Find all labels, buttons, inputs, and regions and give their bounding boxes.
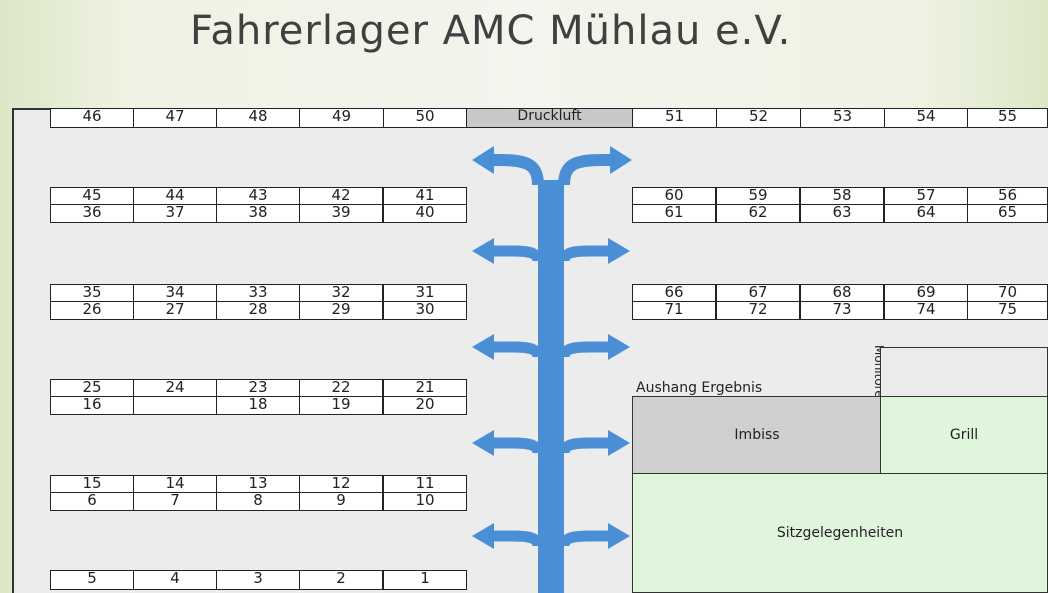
- parking-spot: 46: [50, 108, 134, 128]
- arrow-left-head: [472, 334, 494, 360]
- monitor-area: [880, 347, 1048, 397]
- parking-spot: 38: [216, 204, 300, 223]
- parking-spot: 5: [50, 570, 134, 590]
- road-branch-left: [494, 341, 544, 358]
- parking-spot: 7: [133, 492, 217, 511]
- parking-spot: 40: [383, 204, 467, 223]
- druckluft-cell: Druckluft: [466, 108, 633, 128]
- parking-spot: 61: [632, 204, 716, 223]
- road-branch-left: [492, 154, 544, 186]
- arrow-right-head: [608, 238, 630, 264]
- parking-spot: 47: [133, 108, 217, 128]
- parking-spot: 20: [383, 396, 467, 415]
- parking-spot: 51: [632, 108, 717, 128]
- road-branch-right: [558, 530, 608, 547]
- parking-spot: 2: [299, 570, 383, 590]
- road-branch-right: [558, 245, 608, 262]
- parking-spot: [133, 396, 217, 415]
- arrow-right-head: [608, 430, 630, 456]
- parking-spot: 73: [800, 301, 884, 320]
- parking-spot: 62: [716, 204, 800, 223]
- parking-spot: 71: [632, 301, 716, 320]
- seating-area: Sitzgelegenheiten: [632, 473, 1048, 593]
- arrow-left-head: [472, 238, 494, 264]
- road-branch-right: [558, 341, 608, 358]
- road-branch-left: [494, 245, 544, 262]
- parking-spot: 14: [133, 475, 217, 493]
- aushang-ergebnis-label: Aushang Ergebnis: [636, 380, 763, 396]
- parking-spot: 10: [383, 492, 467, 511]
- parking-spot: 8: [216, 492, 300, 511]
- road-branch-left: [494, 437, 544, 454]
- parking-spot: 19: [299, 396, 383, 415]
- parking-spot: 54: [884, 108, 968, 128]
- main-road: [538, 180, 564, 593]
- parking-spot: 27: [133, 301, 217, 320]
- grill-area: Grill: [880, 396, 1048, 474]
- parking-spot: 1: [383, 570, 467, 590]
- parking-spot: 72: [716, 301, 800, 320]
- parking-spot: 53: [800, 108, 885, 128]
- road-branch-left: [494, 530, 544, 547]
- parking-spot: 39: [299, 204, 383, 223]
- parking-spot: 28: [216, 301, 300, 320]
- parking-spot: 9: [299, 492, 383, 511]
- arrow-right-head: [610, 146, 632, 174]
- parking-spot: 52: [716, 108, 801, 128]
- parking-spot: 26: [50, 301, 134, 320]
- arrow-left-head: [472, 430, 494, 456]
- parking-spot: 12: [299, 475, 383, 493]
- road-branch-right: [558, 437, 608, 454]
- arrow-left-head: [472, 146, 494, 174]
- arrow-right-head: [608, 334, 630, 360]
- parking-spot: 37: [133, 204, 217, 223]
- parking-spot: 64: [884, 204, 968, 223]
- parking-spot: 36: [50, 204, 134, 223]
- parking-spot: 4: [133, 570, 217, 590]
- parking-spot: 30: [383, 301, 467, 320]
- parking-spot: 55: [967, 108, 1048, 128]
- parking-spot: 29: [299, 301, 383, 320]
- parking-spot: 13: [216, 475, 300, 493]
- parking-spot: 65: [967, 204, 1048, 223]
- parking-spot: 50: [383, 108, 467, 128]
- parking-spot: 6: [50, 492, 134, 511]
- road-branch-right: [558, 154, 610, 186]
- parking-spot: 3: [216, 570, 300, 590]
- parking-spot: 16: [50, 396, 134, 415]
- arrow-right-head: [608, 523, 630, 549]
- arrow-left-head: [472, 523, 494, 549]
- parking-spot: 48: [216, 108, 300, 128]
- parking-spot: 49: [299, 108, 384, 128]
- parking-spot: 24: [133, 379, 217, 397]
- parking-spot: 63: [800, 204, 884, 223]
- parking-spot: 74: [884, 301, 968, 320]
- page-title: Fahrerlager AMC Mühlau e.V.: [190, 8, 792, 54]
- parking-spot: 75: [967, 301, 1048, 320]
- parking-spot: 21: [383, 379, 467, 397]
- parking-spot: 18: [216, 396, 300, 415]
